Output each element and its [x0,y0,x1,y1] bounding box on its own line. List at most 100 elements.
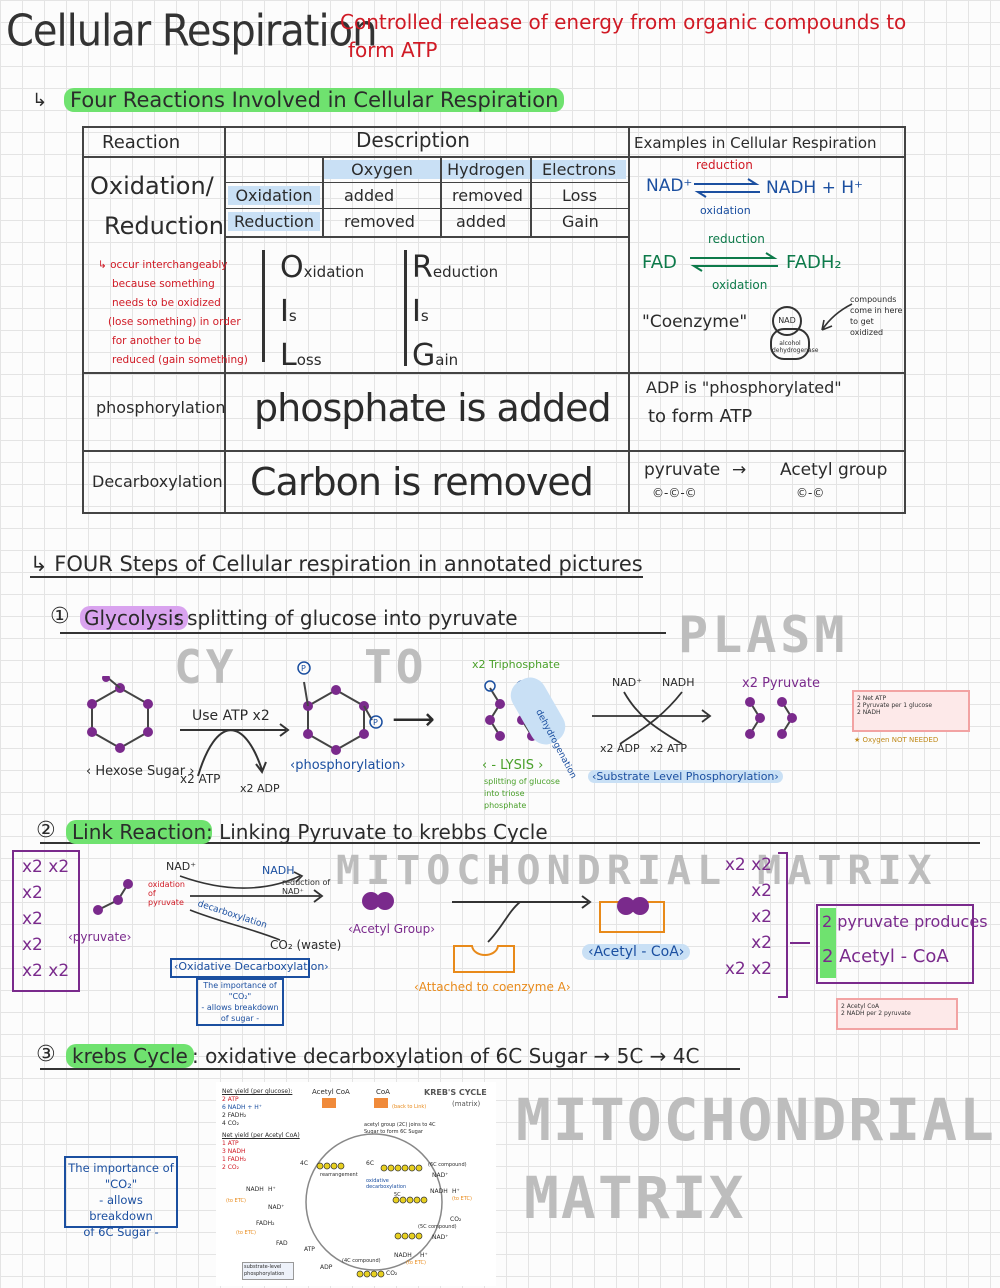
mnemonic-line: Is [412,294,429,329]
diagram-6c: 6C [366,1160,375,1167]
coenzyme-label: "Coenzyme" [642,312,748,332]
mnemonic-line: Oxidation [280,250,365,285]
importance-line: - allows breakdown [201,1003,279,1012]
count-line: x2 [22,935,43,955]
pyruvate-icon [745,697,797,739]
definition-line-1: Controlled release of energy from organi… [340,10,907,34]
diagram-to-etc-left: (to ETC) [226,1198,246,1204]
redox-note-line: because something [112,278,215,290]
link-title: Link Reaction [66,820,213,844]
decarb-ex-right: Acetyl group [780,460,888,480]
link-reduction-label: reduction of NAD⁺ [282,878,331,896]
oxidation-label: Oxidation [228,186,320,205]
yield-line: 2 Acetyl CoA [841,1003,880,1010]
alcohol-dehydrogenase-shape: alcohol dehydrogenase [770,328,818,360]
triphosphate-label: x2 Triphosphate [472,658,560,671]
diagram-nadh-left: NADH [246,1186,264,1193]
watermark-plasm: PLASM [678,606,849,664]
diagram-5c-compound: (5C compound) [418,1224,457,1230]
redox-name-line2: Reduction [104,212,224,240]
redox-note-line: ↳ occur interchangeably [98,259,228,271]
glycolysis-desc: : splitting of glucose into pyruvate [174,606,518,630]
diagram-note: acetyl group (2C) joins to 4C Sugar to f… [364,1122,436,1135]
krebs-diagram: Net yield (per glucose): 2 ATP 6 NADH + … [216,1082,496,1286]
diagram-to-etc-left-2: (to ETC) [236,1230,256,1236]
reduction-oxygen: removed [344,212,415,231]
equilibrium-arrows [694,178,760,198]
net-yield-heading: Net yield (per glucose): [222,1088,293,1095]
x2adp-label: x2 ADP [240,782,280,795]
diagram-title: KREB'S CYCLE [424,1088,487,1097]
table-divider [628,126,630,514]
glycolysis-title: Glycolysis [80,606,188,630]
count-line: x2 [751,933,772,953]
table-divider [82,372,906,374]
acetyl-group-label: ‹Acetyl Group› [348,922,436,936]
importance-line: - allows breakdown [89,1193,153,1223]
yield-line: 1 FADH₂ [222,1156,247,1163]
importance-box-krebs [64,1156,178,1228]
coenzyme-a-icon [453,945,515,973]
yield-line: 2 NADH per 2 pyruvate [841,1010,911,1017]
diagram-4c: 4C [300,1160,309,1167]
diagram-co2-2: CO₂ [386,1270,398,1277]
importance-line: of sugar - [220,1014,260,1023]
mnemonic-bar [404,250,407,366]
acetyl-coa-icon [599,897,665,933]
oxidative-decarb-box [170,958,310,978]
co2-waste-label: CO₂ (waste) [270,938,342,952]
subheader-hydrogen: Hydrogen [442,160,530,179]
mnemonic-line: Gain [412,338,459,373]
right-counts: x2 x2 x2 x2 x2 x2 x2 [706,852,772,982]
decarb-ex-arrow: → [732,460,747,480]
ex-fad-right: FADH₂ [786,252,842,273]
importance-line: The importance of [68,1161,174,1175]
link-nadh-label: NADH [262,864,295,877]
glycolysis-num: ① [50,604,70,629]
arrow-icon [821,303,853,331]
x2atp-label: x2 ATP [180,772,221,786]
phosphorylated-ring-icon: P P [297,661,383,755]
watermark-cy: CY [174,640,238,694]
bracket-connector [790,942,810,944]
oxidation-oxygen: added [344,186,395,205]
nad-label: NAD⁺ [612,676,643,689]
svg-text:P: P [301,664,306,673]
diagram-substrate: substrate-level phosphorylation [242,1262,294,1280]
svg-text:P: P [373,718,378,727]
count-line: x2 [751,881,772,901]
diagram-to-etc-2: (to ETC) [406,1260,426,1266]
header-reaction: Reaction [102,132,181,153]
table-divider [226,236,628,238]
ex-oxidation-label: oxidation [700,204,751,217]
compounds-note: compounds come in here to get oxidized [850,295,903,337]
phosphorylation-label: ‹phosphorylation› [290,758,406,773]
mnemonic-left: Oxidation Is Loss [280,248,364,380]
diagram-nad-1: NAD⁺ [432,1172,449,1179]
arrow-icon: ⟶ [392,702,436,737]
krebs-desc: : oxidative decarboxylation of 6C Sugar … [192,1044,700,1068]
link-oxidation-label: oxidation of pyruvate [148,880,185,907]
yield-line: 4 CO₂ [222,1120,240,1127]
krebs-num: ③ [36,1042,56,1067]
mnemonic-bar [262,250,265,362]
lysis-note: splitting of glucose into triose phospha… [484,777,560,810]
hexose-ring-icon [87,676,153,753]
oxidative-decarb-label: ‹Oxidative Decarboxylation› [174,960,329,973]
section1-title: Four Reactions Involved in Cellular Resp… [64,88,565,112]
produces-highlight [820,908,836,978]
table-divider [82,156,906,158]
count-line: x2 x2 [724,855,772,875]
reactions-table [82,126,906,514]
link-desc: : Linking Pyruvate to krebbs Cycle [206,820,548,844]
diagram-atp: ATP [304,1246,315,1253]
yield-line: 2 Net ATP [857,695,887,702]
table-divider [322,156,324,236]
decarboxylation-desc: Carbon is removed [250,460,594,504]
arrow-bullet: ↳ [32,90,48,111]
pyruvate-label: ‹pyruvate› [68,930,132,944]
diagram-h-1: H⁺ [452,1188,460,1195]
watermark-matrix: MATRIX [524,1164,746,1232]
decarboxylation-name: Decarboxylation [92,472,223,491]
substrate-level-label: ‹Substrate Level Phosphorylation› [588,770,783,783]
